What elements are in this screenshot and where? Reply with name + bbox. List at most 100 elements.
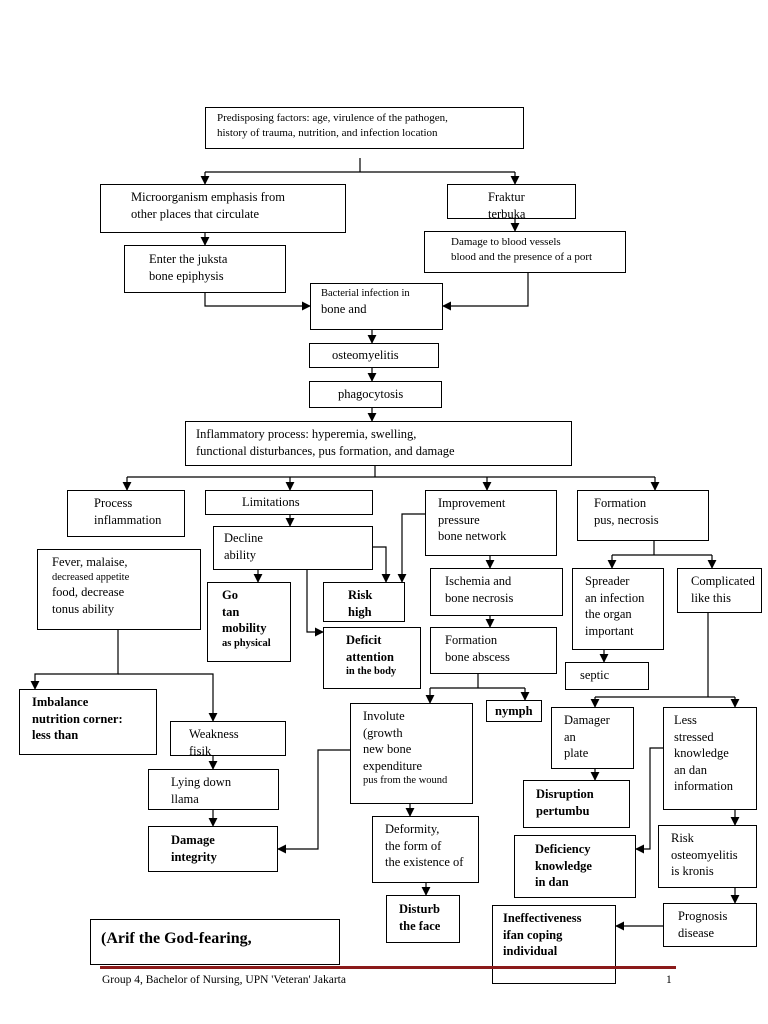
node-septic: septic [565,662,649,690]
node-text-line: Go [222,588,238,602]
node-text-line: Disturb [399,902,440,916]
node-microorganism: Microorganism emphasis from other places … [100,184,346,233]
node-text-line: inflammation [94,512,162,527]
footer-rule [100,966,676,969]
connector [373,546,391,583]
node-text-line: other places that circulate [131,206,260,221]
node-text-line: expenditure [363,758,423,773]
node-text-line: Ischemia and [445,574,512,588]
node-text-line: Predisposing factors: age, virulence of … [217,112,448,124]
connector [30,630,119,690]
node-nymph: nymph [486,700,542,722]
node-text-line: in dan [535,875,569,889]
node-text-line: Risk [348,588,373,602]
node-text-line: knowledge [674,746,729,760]
node-text-line: an [564,729,576,744]
node-text-line: blood and the presence of a port [451,250,593,263]
connector [205,158,515,173]
node-text-line: Imbalance [32,695,89,709]
node-text-line: the organ [585,607,632,621]
node-text-line: bone network [438,529,507,543]
connector [635,747,663,854]
node-lying-down: Lying down llama [148,769,279,810]
node-text-line: the existence of [385,855,464,869]
node-text-line: Prognosis [678,909,728,923]
node-text-line: (Arif the God-fearing, [101,930,252,947]
node-text-line: Damage [171,833,215,847]
node-text-line: Microorganism emphasis from [131,190,285,204]
node-inflammatory-process: Inflammatory process: hyperemia, swellin… [185,421,572,466]
node-text-line: in the body [346,666,397,677]
node-text-line: Ineffectiveness [503,911,582,925]
node-text-line: bone and [321,301,367,316]
node-text-line: mobility [222,621,267,635]
node-text-line: tan [222,604,240,619]
footer-text: Group 4, Bachelor of Nursing, UPN 'Veter… [102,974,346,986]
connector [612,541,712,556]
node-text-line: an dan [674,762,707,777]
node-text-line: food, decrease [52,585,125,600]
node-text-line: llama [171,791,199,806]
node-text-line: terbuka [488,206,526,219]
node-text-line: Bacterial infection in [321,288,410,299]
node-text-line: pus from the wound [363,775,448,786]
node-text-line: phagocytosis [338,387,404,401]
connector [127,466,655,478]
node-text-line: Process [94,496,133,510]
node-text-line: important [585,623,634,638]
node-text-line: Formation [594,496,647,510]
node-text-line: Deficit [346,633,382,647]
node-predisposing-factors: Predisposing factors: age, virulence of … [205,107,524,149]
node-text-line: as physical [222,637,271,649]
node-text-line: Enter the juksta [149,252,228,266]
node-text-line: attention [346,649,394,664]
connector [277,749,350,854]
node-text-line: Disruption [536,787,594,801]
node-text-line: plate [564,746,589,760]
node-text-line: information [674,779,734,793]
node-text-line: Complicated [691,574,755,588]
node-text-line: tonus ability [52,601,115,616]
connector [306,570,324,637]
node-text-line: the form of [385,838,442,853]
node-enter-juksta: Enter the juksta bone epiphysis [124,245,286,293]
node-deficit-attention: Deficit attention in the body [323,627,421,689]
node-go-tan-mobility: Go tan mobility as physical [207,582,291,662]
node-formation-pus: Formation pus, necrosis [577,490,709,541]
node-author-citation: (Arif the God-fearing, [90,919,340,965]
node-text-line: Less [674,713,697,727]
node-text-line: nymph [495,704,533,718]
node-text-line: osteomyelitis [671,847,738,862]
node-text-line: nutrition corner: [32,711,123,726]
node-text-line: bone abscess [445,649,510,664]
node-text-line: integrity [171,849,217,864]
node-text-line: Lying down [171,775,232,789]
node-text-line: Fraktur [488,190,525,204]
node-text-line: disease [678,925,715,940]
node-fraktur-terbuka: Fraktur terbuka [447,184,576,219]
page-number: 1 [666,974,672,986]
node-text-line: Spreader [585,574,630,588]
node-text-line: Damager [564,713,610,727]
node-text-line: bone epiphysis [149,268,224,283]
node-damager-plate: Damager an plate [551,707,634,769]
node-text-line: Decline [224,531,263,545]
node-text-line: ability [224,547,256,562]
node-text-line: bone necrosis [445,590,514,605]
node-text-line: like this [691,590,731,605]
node-text-line: fisik [189,743,212,756]
node-text-line: Involute [363,709,405,723]
node-text-line: pus, necrosis [594,512,659,527]
node-bacterial-infection: Bacterial infection in bone and [310,283,443,330]
node-prognosis-disease: Prognosis disease [663,903,757,947]
node-text-line: new bone [363,742,412,756]
